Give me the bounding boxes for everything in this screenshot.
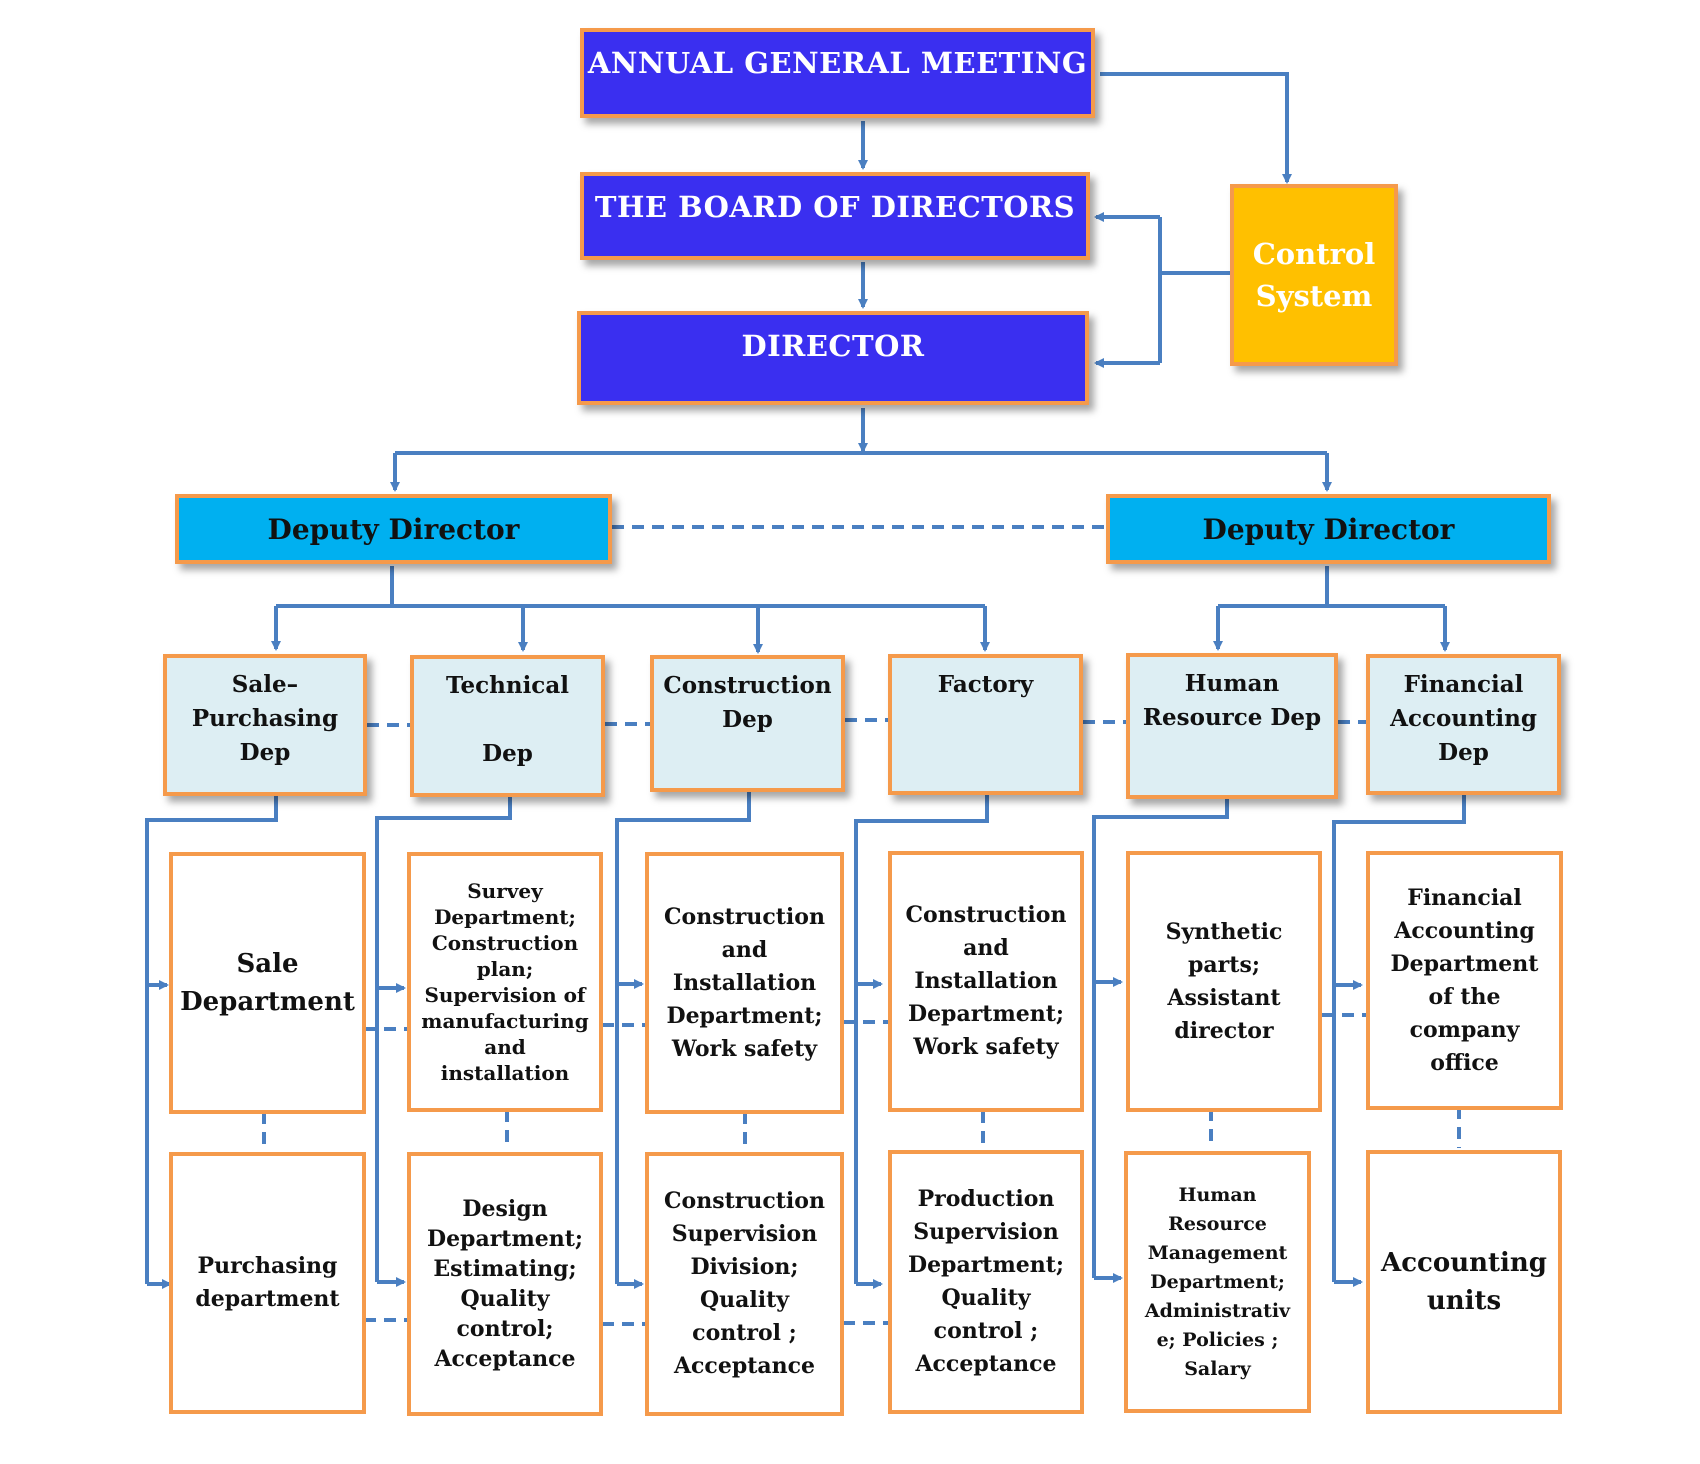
factory-bracket: [854, 795, 989, 1284]
factory-dep: Factory: [888, 654, 1083, 795]
production-supervision-unit: Production Supervision Department; Quali…: [888, 1150, 1084, 1414]
hr-management-unit: Human Resource Management Department; Ad…: [1124, 1151, 1311, 1413]
technical-dep: Technical Dep: [410, 655, 605, 797]
left-deputy-bus: [276, 566, 985, 608]
annual-general-meeting-box: ANNUAL GENERAL MEETING: [580, 28, 1095, 118]
board-of-directors-box: THE BOARD OF DIRECTORS: [580, 172, 1090, 260]
sale-purchasing-bracket: [145, 795, 278, 1284]
design-department-unit: Design Department; Estimating; Quality c…: [407, 1152, 603, 1416]
right-deputy-bus: [1218, 566, 1445, 608]
hr-bracket: [1092, 791, 1229, 1278]
construction-dep: Construction Dep: [650, 655, 845, 792]
human-resource-dep: Human Resource Dep: [1126, 653, 1338, 799]
survey-department-unit: Survey Department; Construction plan; Su…: [407, 852, 603, 1112]
financial-office-unit: Financial Accounting Department of the c…: [1366, 851, 1563, 1110]
accounting-units-unit: Accounting units: [1366, 1150, 1562, 1414]
sale-department-unit: Sale Department: [169, 852, 366, 1114]
technical-bracket: [375, 795, 512, 1282]
construction-bracket: [615, 792, 751, 1284]
control-system-box: Control System: [1230, 184, 1398, 366]
director-box: DIRECTOR: [577, 311, 1089, 405]
deputy-director-left: Deputy Director: [175, 494, 612, 564]
financial-accounting-dep: Financial Accounting Dep: [1366, 654, 1561, 795]
deputy-director-right: Deputy Director: [1106, 494, 1551, 564]
agm-to-control-arrow: [1100, 72, 1292, 184]
purchasing-department-unit: Purchasing department: [169, 1152, 366, 1414]
construction-supervision-unit: Construction Supervision Division; Quali…: [645, 1152, 844, 1416]
factory-installation-unit: Construction and Installation Department…: [888, 851, 1084, 1112]
construction-installation-unit: Construction and Installation Department…: [645, 852, 844, 1114]
sale-purchasing-dep: Sale– Purchasing Dep: [163, 654, 367, 796]
control-to-board-arrow: [1096, 217, 1162, 363]
finance-bracket: [1332, 795, 1466, 1282]
synthetic-parts-unit: Synthetic parts; Assistant director: [1126, 851, 1322, 1112]
